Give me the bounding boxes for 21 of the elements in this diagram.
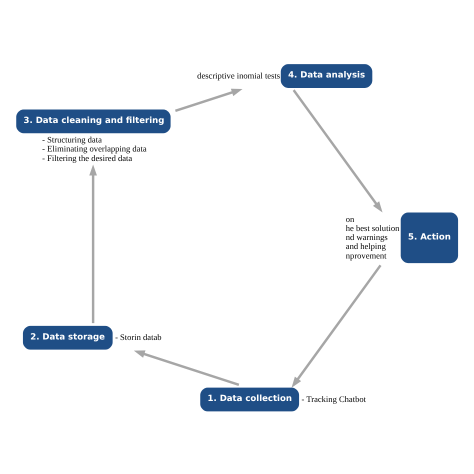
- node-label: nd warnings: [346, 232, 388, 242]
- node-label: - Structuring data: [42, 134, 102, 144]
- node-label: - Eliminating overlapping data: [42, 143, 147, 154]
- node-box: 4. Data analysis: [280, 64, 372, 88]
- node-label: - Storin datab: [115, 332, 162, 342]
- node-label: descriptive inomial tests: [197, 70, 280, 80]
- arrow: [292, 88, 383, 212]
- node-label: on: [346, 213, 354, 224]
- node-box: 3. Data cleaning and filtering: [16, 108, 171, 133]
- arrow: [134, 350, 240, 386]
- arrow: [175, 88, 243, 112]
- node-box: 1. Data collection: [200, 387, 300, 411]
- node-box: 5. Action: [400, 212, 458, 263]
- node-label: he best solution: [346, 222, 400, 232]
- node-label: - Filtering the desired data: [42, 152, 132, 162]
- node-label: - Tracking Chatbot: [302, 393, 366, 404]
- arrow: [292, 264, 382, 388]
- node-box: 2. Data storage: [22, 325, 113, 350]
- node-label: and helping: [346, 240, 386, 251]
- arrow: [89, 164, 97, 323]
- node-label: nprovement: [346, 250, 387, 260]
